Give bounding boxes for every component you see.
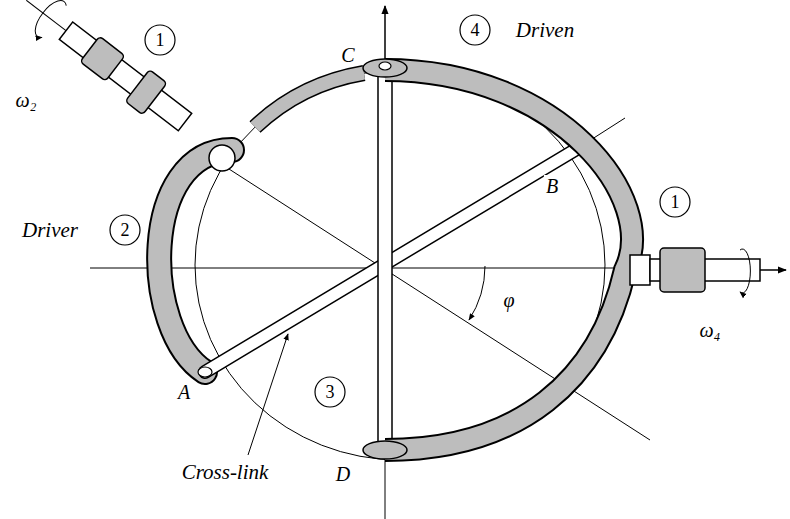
callout-number: 2 (121, 221, 130, 239)
part-name: Cross-link (180, 461, 271, 484)
angular-velocity-label: ω₂ (13, 89, 38, 111)
point-label: C (339, 44, 356, 66)
callout-number: 1 (671, 193, 680, 211)
angle-label: φ (501, 289, 516, 311)
callout-number: 4 (471, 21, 480, 39)
point-label: A (176, 381, 192, 403)
point-label: D (334, 463, 352, 485)
angular-velocity-label: ω₄ (697, 319, 722, 341)
callout-number: 3 (326, 383, 335, 401)
callout-number: 1 (156, 31, 165, 49)
part-name: Driver (20, 219, 80, 242)
point-label: B (544, 175, 560, 197)
part-name: Driven (514, 19, 576, 42)
